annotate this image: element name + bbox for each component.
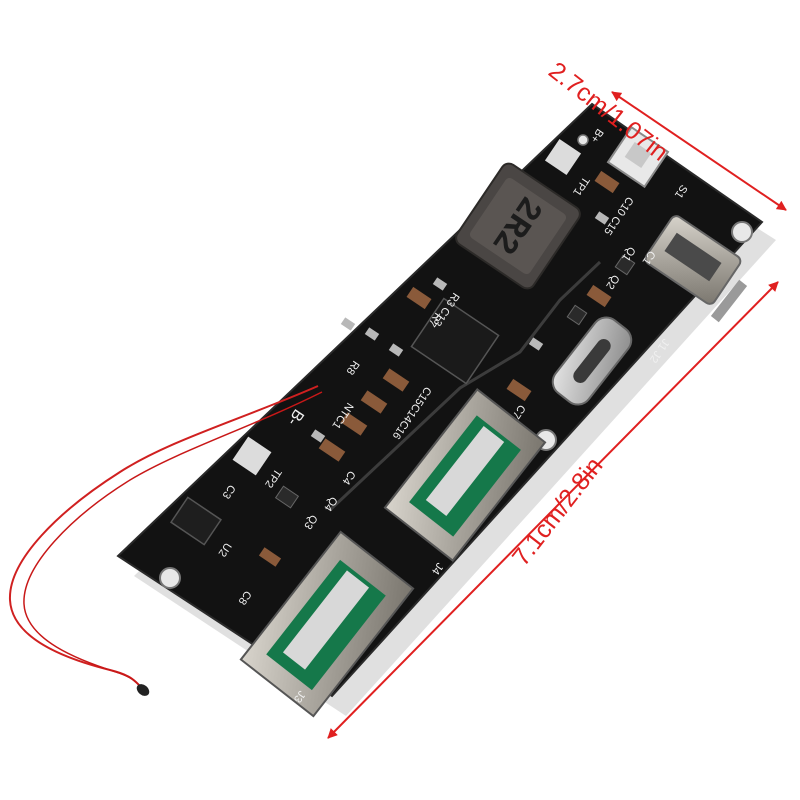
- ic-u2: [169, 496, 223, 546]
- main-ic-chip: [410, 297, 500, 385]
- width-dimension-arrow: [611, 91, 787, 211]
- power-switch: [606, 125, 670, 189]
- silk-j3: J3: [291, 688, 307, 704]
- solder-pad-tp2: [232, 436, 272, 476]
- micro-usb-port: [644, 215, 748, 323]
- silk-j4: J4: [429, 560, 445, 576]
- inductor-l1: [455, 162, 581, 290]
- mounting-holes: [159, 134, 753, 589]
- ntc-thermistor-wire-2: [23, 391, 323, 687]
- usb-a-port-j4: [383, 388, 547, 562]
- solder-pad-tp1: [544, 138, 582, 176]
- smd-components: [258, 170, 636, 567]
- length-dimension-arrow: [327, 281, 779, 739]
- pcb-board: [116, 102, 764, 698]
- usb-type-c-port: [551, 316, 633, 406]
- ntc-thermistor-bead: [136, 684, 150, 696]
- copper-trace: [328, 260, 602, 512]
- usb-a-port-j3: [239, 530, 415, 718]
- silk-b-minus: B-: [284, 406, 307, 429]
